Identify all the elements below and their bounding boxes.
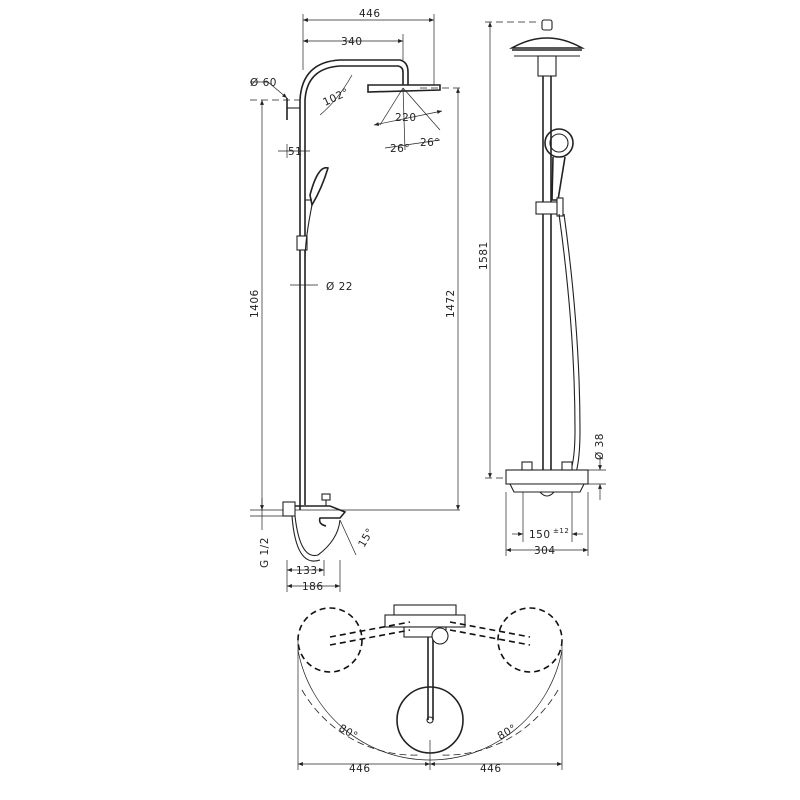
dim-swivel-left: 80° <box>337 722 360 742</box>
dim-340: 340 <box>341 36 363 48</box>
front-view: 1581 Ø 38 150 ±12 304 <box>478 19 606 557</box>
dim-centers-150: 150 <box>529 529 551 541</box>
head-swivel-right <box>497 607 563 673</box>
hand-shower-front <box>544 128 574 158</box>
mixer-connector <box>282 501 296 517</box>
dim-height-1406: 1406 <box>249 289 261 318</box>
top-view: 80° 80° 446 446 <box>297 604 563 775</box>
shower-head-front <box>508 37 586 49</box>
hand-shower-side <box>309 166 329 208</box>
slider-side <box>296 235 308 251</box>
dim-thread: G 1/2 <box>259 537 271 568</box>
dim-head-220: 220 <box>395 112 417 124</box>
dim-radius-right: 446 <box>480 763 502 775</box>
mixer-top <box>393 604 457 616</box>
bath-spout-side <box>295 505 347 527</box>
dim-offset-51: 51 <box>288 146 302 158</box>
dim-spout-angle: 15° <box>356 526 376 549</box>
dim-spray-right: 26° <box>420 137 440 149</box>
thermostat-body <box>505 469 589 485</box>
dim-height-1472: 1472 <box>445 289 457 318</box>
dim-projection-133: 133 <box>296 565 318 577</box>
dim-446-top: 446 <box>359 8 381 20</box>
dim-radius-left: 446 <box>349 763 371 775</box>
dim-width-304: 304 <box>534 545 556 557</box>
slider-front <box>535 201 559 215</box>
dim-centers-tol: ±12 <box>553 527 569 535</box>
dim-spray-left: 26° <box>390 143 410 155</box>
dim-projection-186: 186 <box>302 581 324 593</box>
dim-mixer-dia: Ø 38 <box>594 433 606 460</box>
dim-pipe-dia: Ø 22 <box>326 281 353 293</box>
dim-bracket-dia: Ø 60 <box>250 77 277 89</box>
side-view: 446 340 Ø 60 102° 220 26° 26° 51 Ø 22 14… <box>249 8 462 593</box>
shower-head-side <box>367 84 441 93</box>
shower-arm <box>299 59 409 101</box>
dim-height-1581: 1581 <box>478 241 490 270</box>
dim-arm-angle: 102° <box>321 86 351 108</box>
